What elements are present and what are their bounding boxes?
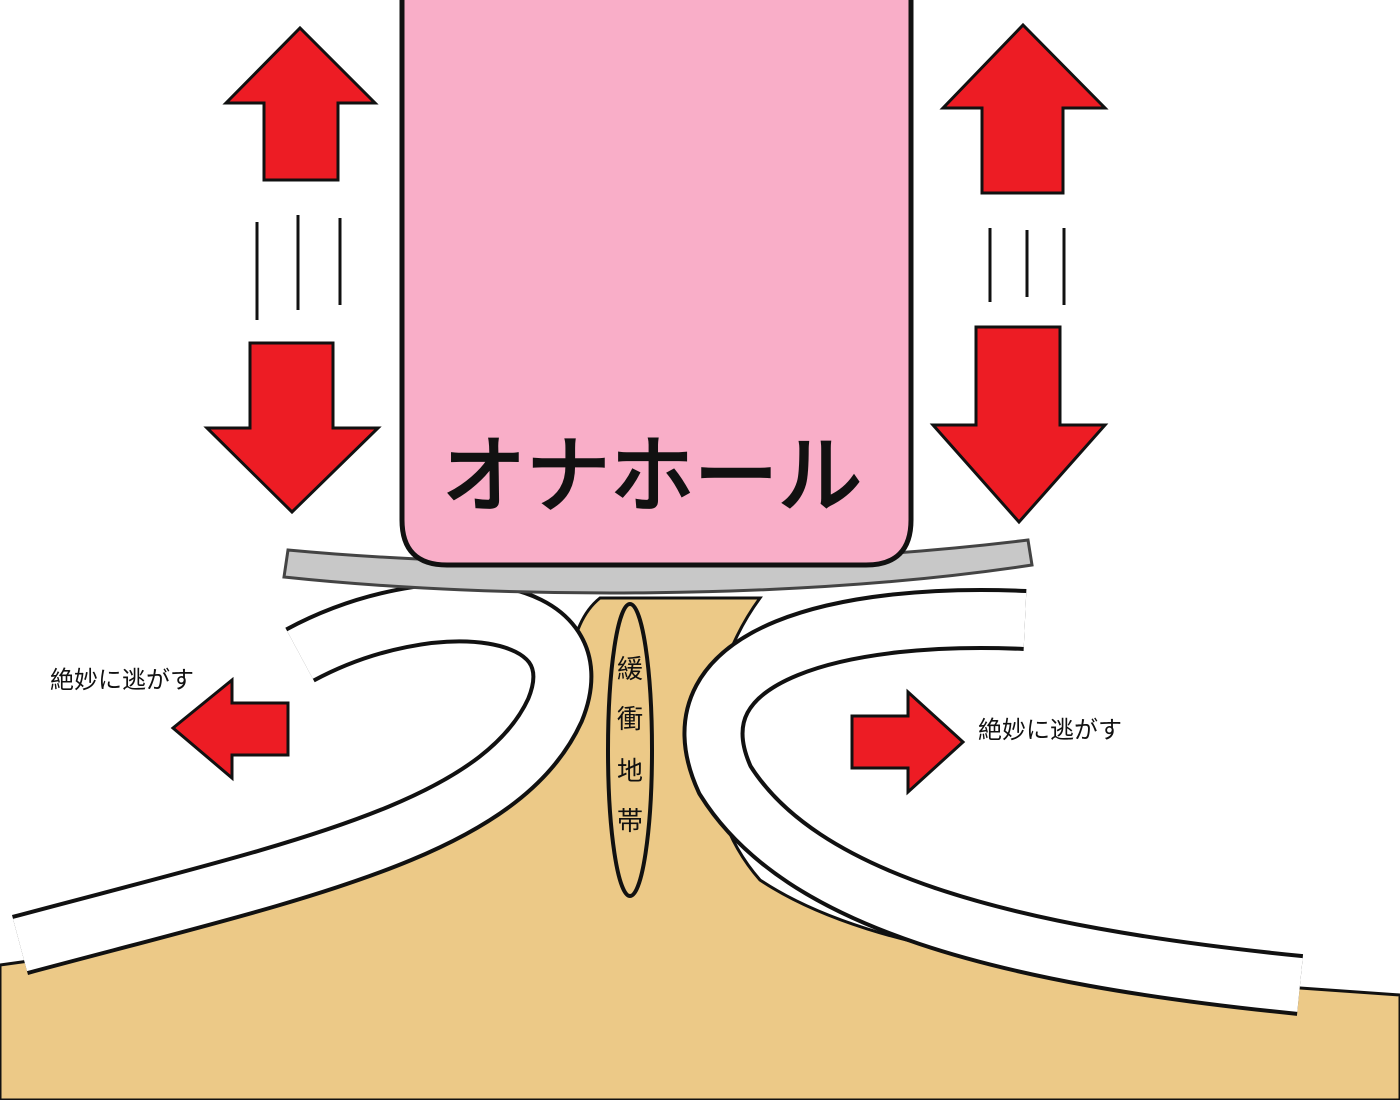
device-label: オナホール — [442, 427, 862, 525]
left-motion-lines — [255, 215, 342, 320]
release-right-label: 絶妙に逃がす — [978, 716, 1122, 744]
right-up-arrow-icon — [939, 22, 1109, 195]
buffer-zone-char: 帯 — [617, 807, 643, 837]
right-release-arrow-icon — [850, 688, 966, 796]
right-down-arrow-icon — [929, 325, 1109, 525]
left-tube — [11, 581, 594, 975]
left-up-arrow-icon — [222, 25, 379, 182]
right-tube — [682, 587, 1304, 1016]
release-left-label: 絶妙に逃がす — [50, 666, 194, 694]
left-release-arrow-icon — [170, 676, 290, 782]
buffer-zone-char: 地 — [617, 757, 643, 787]
buffer-zone-char: 衝 — [617, 705, 643, 735]
buffer-zone-char: 緩 — [617, 655, 643, 685]
buffer-zone-ellipse — [606, 602, 654, 898]
left-down-arrow-icon — [203, 341, 382, 515]
right-motion-lines — [988, 228, 1066, 305]
device-body — [399, 0, 914, 568]
ground — [0, 596, 1400, 1100]
